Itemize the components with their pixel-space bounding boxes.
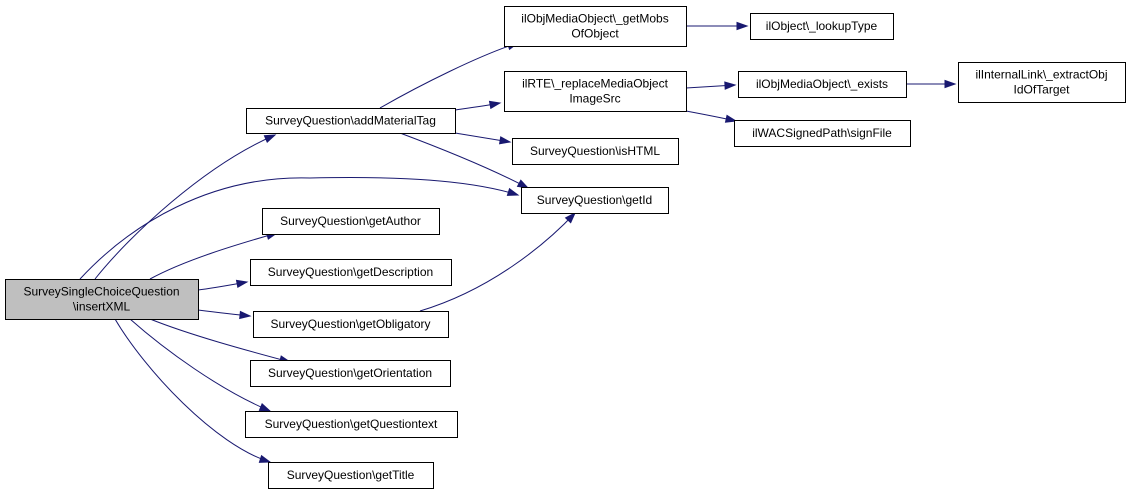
node-box (750, 13, 894, 40)
node-box (246, 108, 456, 134)
arrowhead (724, 114, 738, 123)
edge-line (129, 318, 271, 412)
node-label: IdOfTarget (1013, 83, 1070, 97)
arrowhead (239, 310, 252, 320)
edge-root-to-getTitle (114, 318, 272, 463)
node-exists[interactable]: ilObjMediaObject\_exists (738, 71, 907, 98)
node-box (512, 138, 679, 165)
edge-getObligatory-to-getId (419, 211, 577, 312)
node-label: ilRTE\_replaceMediaObject (522, 77, 669, 91)
node-box (734, 120, 911, 147)
arrowhead (724, 81, 737, 90)
arrowhead (258, 454, 272, 463)
node-box (253, 311, 449, 338)
arrowhead (498, 136, 512, 145)
edge-root-to-getObligatory (197, 309, 252, 320)
node-label: SurveyQuestion\getOrientation (268, 366, 432, 380)
node-label: OfObject (571, 27, 619, 41)
node-label: \insertXML (73, 300, 131, 314)
arrowhead (235, 279, 249, 288)
node-box (738, 71, 907, 98)
node-lookupType[interactable]: ilObject\_lookupType (750, 13, 894, 40)
node-box (250, 259, 452, 286)
node-box (504, 71, 687, 112)
node-label: ImageSrc (569, 92, 620, 106)
root-node-box (5, 279, 199, 320)
node-label: SurveyQuestion\getAuthor (280, 214, 421, 228)
node-getAuthor[interactable]: SurveyQuestion\getAuthor (262, 208, 440, 235)
edge-line (419, 212, 576, 312)
arrowhead (506, 187, 520, 196)
node-label: ilObjMediaObject\_getMobs (521, 12, 668, 26)
edge-exists-to-extractObjIdOfTarget (906, 79, 957, 89)
node-getDescription[interactable]: SurveyQuestion\getDescription (250, 259, 452, 286)
node-isHTML[interactable]: SurveyQuestion\isHTML (512, 138, 679, 165)
edge-addMaterialTag-to-replaceMediaObjectImageSrc (454, 100, 502, 111)
edge-root-to-getQuestiontext (129, 318, 272, 412)
arrowhead (263, 134, 277, 144)
node-label: SurveyQuestion\getQuestiontext (265, 417, 438, 431)
node-label: SurveyQuestion\getTitle (287, 468, 415, 482)
node-label: ilWACSignedPath\signFile (752, 126, 892, 140)
arrowhead (488, 100, 502, 110)
edge-replaceMediaObjectImageSrc-to-exists (685, 81, 737, 90)
node-box (250, 360, 451, 387)
edge-line (399, 132, 529, 189)
node-getQuestiontext[interactable]: SurveyQuestion\getQuestiontext (245, 411, 458, 438)
edge-line (149, 318, 291, 363)
edge-replaceMediaObjectImageSrc-to-signFile (685, 110, 738, 123)
node-label: SurveyQuestion\addMaterialTag (265, 114, 436, 128)
node-box (521, 187, 669, 214)
node-root[interactable]: SurveySingleChoiceQuestion\insertXML (5, 279, 199, 320)
node-box (504, 6, 687, 47)
node-signFile[interactable]: ilWACSignedPath\signFile (734, 120, 911, 147)
arrowhead (736, 21, 749, 31)
node-box (958, 62, 1126, 103)
edge-getMobsOfObject-to-lookupType (686, 21, 749, 31)
node-label: SurveyQuestion\isHTML (530, 144, 660, 158)
arrowhead (258, 403, 272, 412)
edge-addMaterialTag-to-isHTML (454, 132, 512, 145)
edge-line (149, 232, 278, 280)
arrowhead (944, 79, 957, 89)
edge-line (114, 318, 271, 463)
node-label: SurveyQuestion\getDescription (268, 265, 433, 279)
edge-line (94, 134, 276, 280)
node-label: SurveyQuestion\getObligatory (270, 317, 430, 331)
arrowhead (564, 211, 577, 224)
node-box (245, 411, 458, 438)
node-label: SurveySingleChoiceQuestion (23, 285, 179, 299)
edge-root-to-getId (79, 177, 520, 280)
node-getId[interactable]: SurveyQuestion\getId (521, 187, 669, 214)
node-getObligatory[interactable]: SurveyQuestion\getObligatory (253, 311, 449, 338)
edge-line (79, 177, 519, 280)
nodes-layer: SurveySingleChoiceQuestion\insertXMLSurv… (5, 6, 1126, 489)
edge-root-to-addMaterialTag (94, 134, 277, 280)
node-getTitle[interactable]: SurveyQuestion\getTitle (268, 462, 434, 489)
edge-addMaterialTag-to-getMobsOfObject (379, 42, 520, 109)
arrowhead (516, 179, 530, 189)
node-label: ilObject\_lookupType (766, 19, 878, 33)
node-label: ilInternalLink\_extractObj (975, 68, 1107, 82)
node-box (262, 208, 440, 235)
edge-root-to-getDescription (197, 279, 249, 291)
node-addMaterialTag[interactable]: SurveyQuestion\addMaterialTag (246, 108, 456, 134)
node-box (268, 462, 434, 489)
node-getOrientation[interactable]: SurveyQuestion\getOrientation (250, 360, 451, 387)
node-label: SurveyQuestion\getId (537, 193, 652, 207)
node-label: ilObjMediaObject\_exists (756, 77, 888, 91)
edge-line (379, 42, 519, 109)
